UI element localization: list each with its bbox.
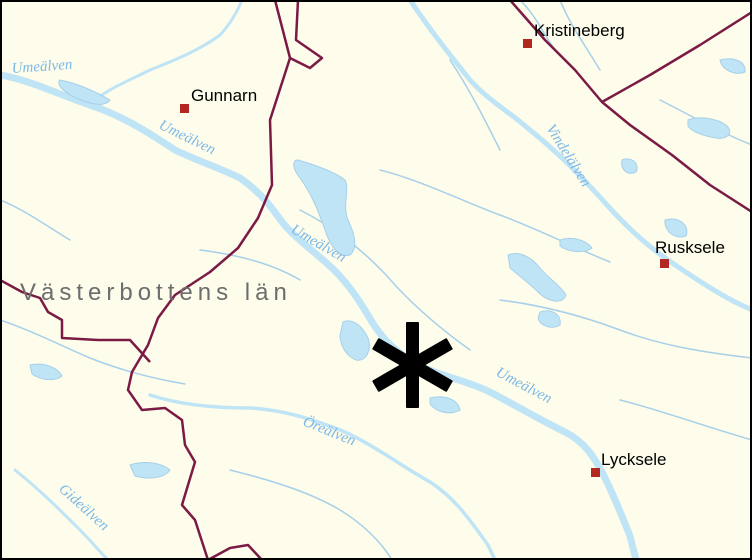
river-label-umealven: Umeälven (11, 57, 73, 77)
lake (621, 158, 638, 174)
town-label: Gunnarn (191, 86, 257, 105)
lake (559, 237, 593, 253)
town-label: Rusksele (655, 238, 725, 257)
town-gunnarn[interactable]: Gunnarn (180, 86, 257, 113)
town-label: Lycksele (601, 450, 667, 469)
region-label: Västerbottens län (20, 279, 292, 306)
lake (687, 117, 731, 139)
lake (339, 320, 370, 361)
river-upper-branch (93, 0, 244, 102)
town-marker-icon (523, 39, 532, 48)
lake (719, 58, 746, 74)
county-boundary (126, 0, 292, 560)
river-umealven-main (0, 71, 640, 560)
lake (507, 253, 567, 302)
lakes-layer (29, 58, 746, 479)
town-label: Kristineberg (534, 21, 625, 40)
municipal-boundary (601, 10, 752, 104)
river-orealven (148, 393, 497, 560)
asterisk-location-marker-icon[interactable] (372, 322, 453, 408)
town-rusksele[interactable]: Rusksele (655, 238, 725, 268)
municipal-boundary (0, 278, 151, 363)
municipal-boundary (509, 0, 752, 214)
town-marker-icon (660, 259, 669, 268)
lake (537, 310, 561, 328)
town-kristineberg[interactable]: Kristineberg (523, 21, 625, 48)
lake (129, 462, 171, 479)
river-gidealven (13, 468, 110, 560)
municipal-boundary (207, 543, 263, 560)
town-marker-icon (180, 104, 189, 113)
town-lycksele[interactable]: Lycksele (591, 450, 667, 477)
lake (58, 79, 111, 105)
river-vindelalven (407, 0, 752, 313)
lake (664, 218, 688, 238)
municipal-boundary (289, 0, 324, 70)
lake (429, 396, 461, 414)
town-marker-icon (591, 468, 600, 477)
lake (29, 363, 63, 381)
lake (293, 159, 356, 256)
